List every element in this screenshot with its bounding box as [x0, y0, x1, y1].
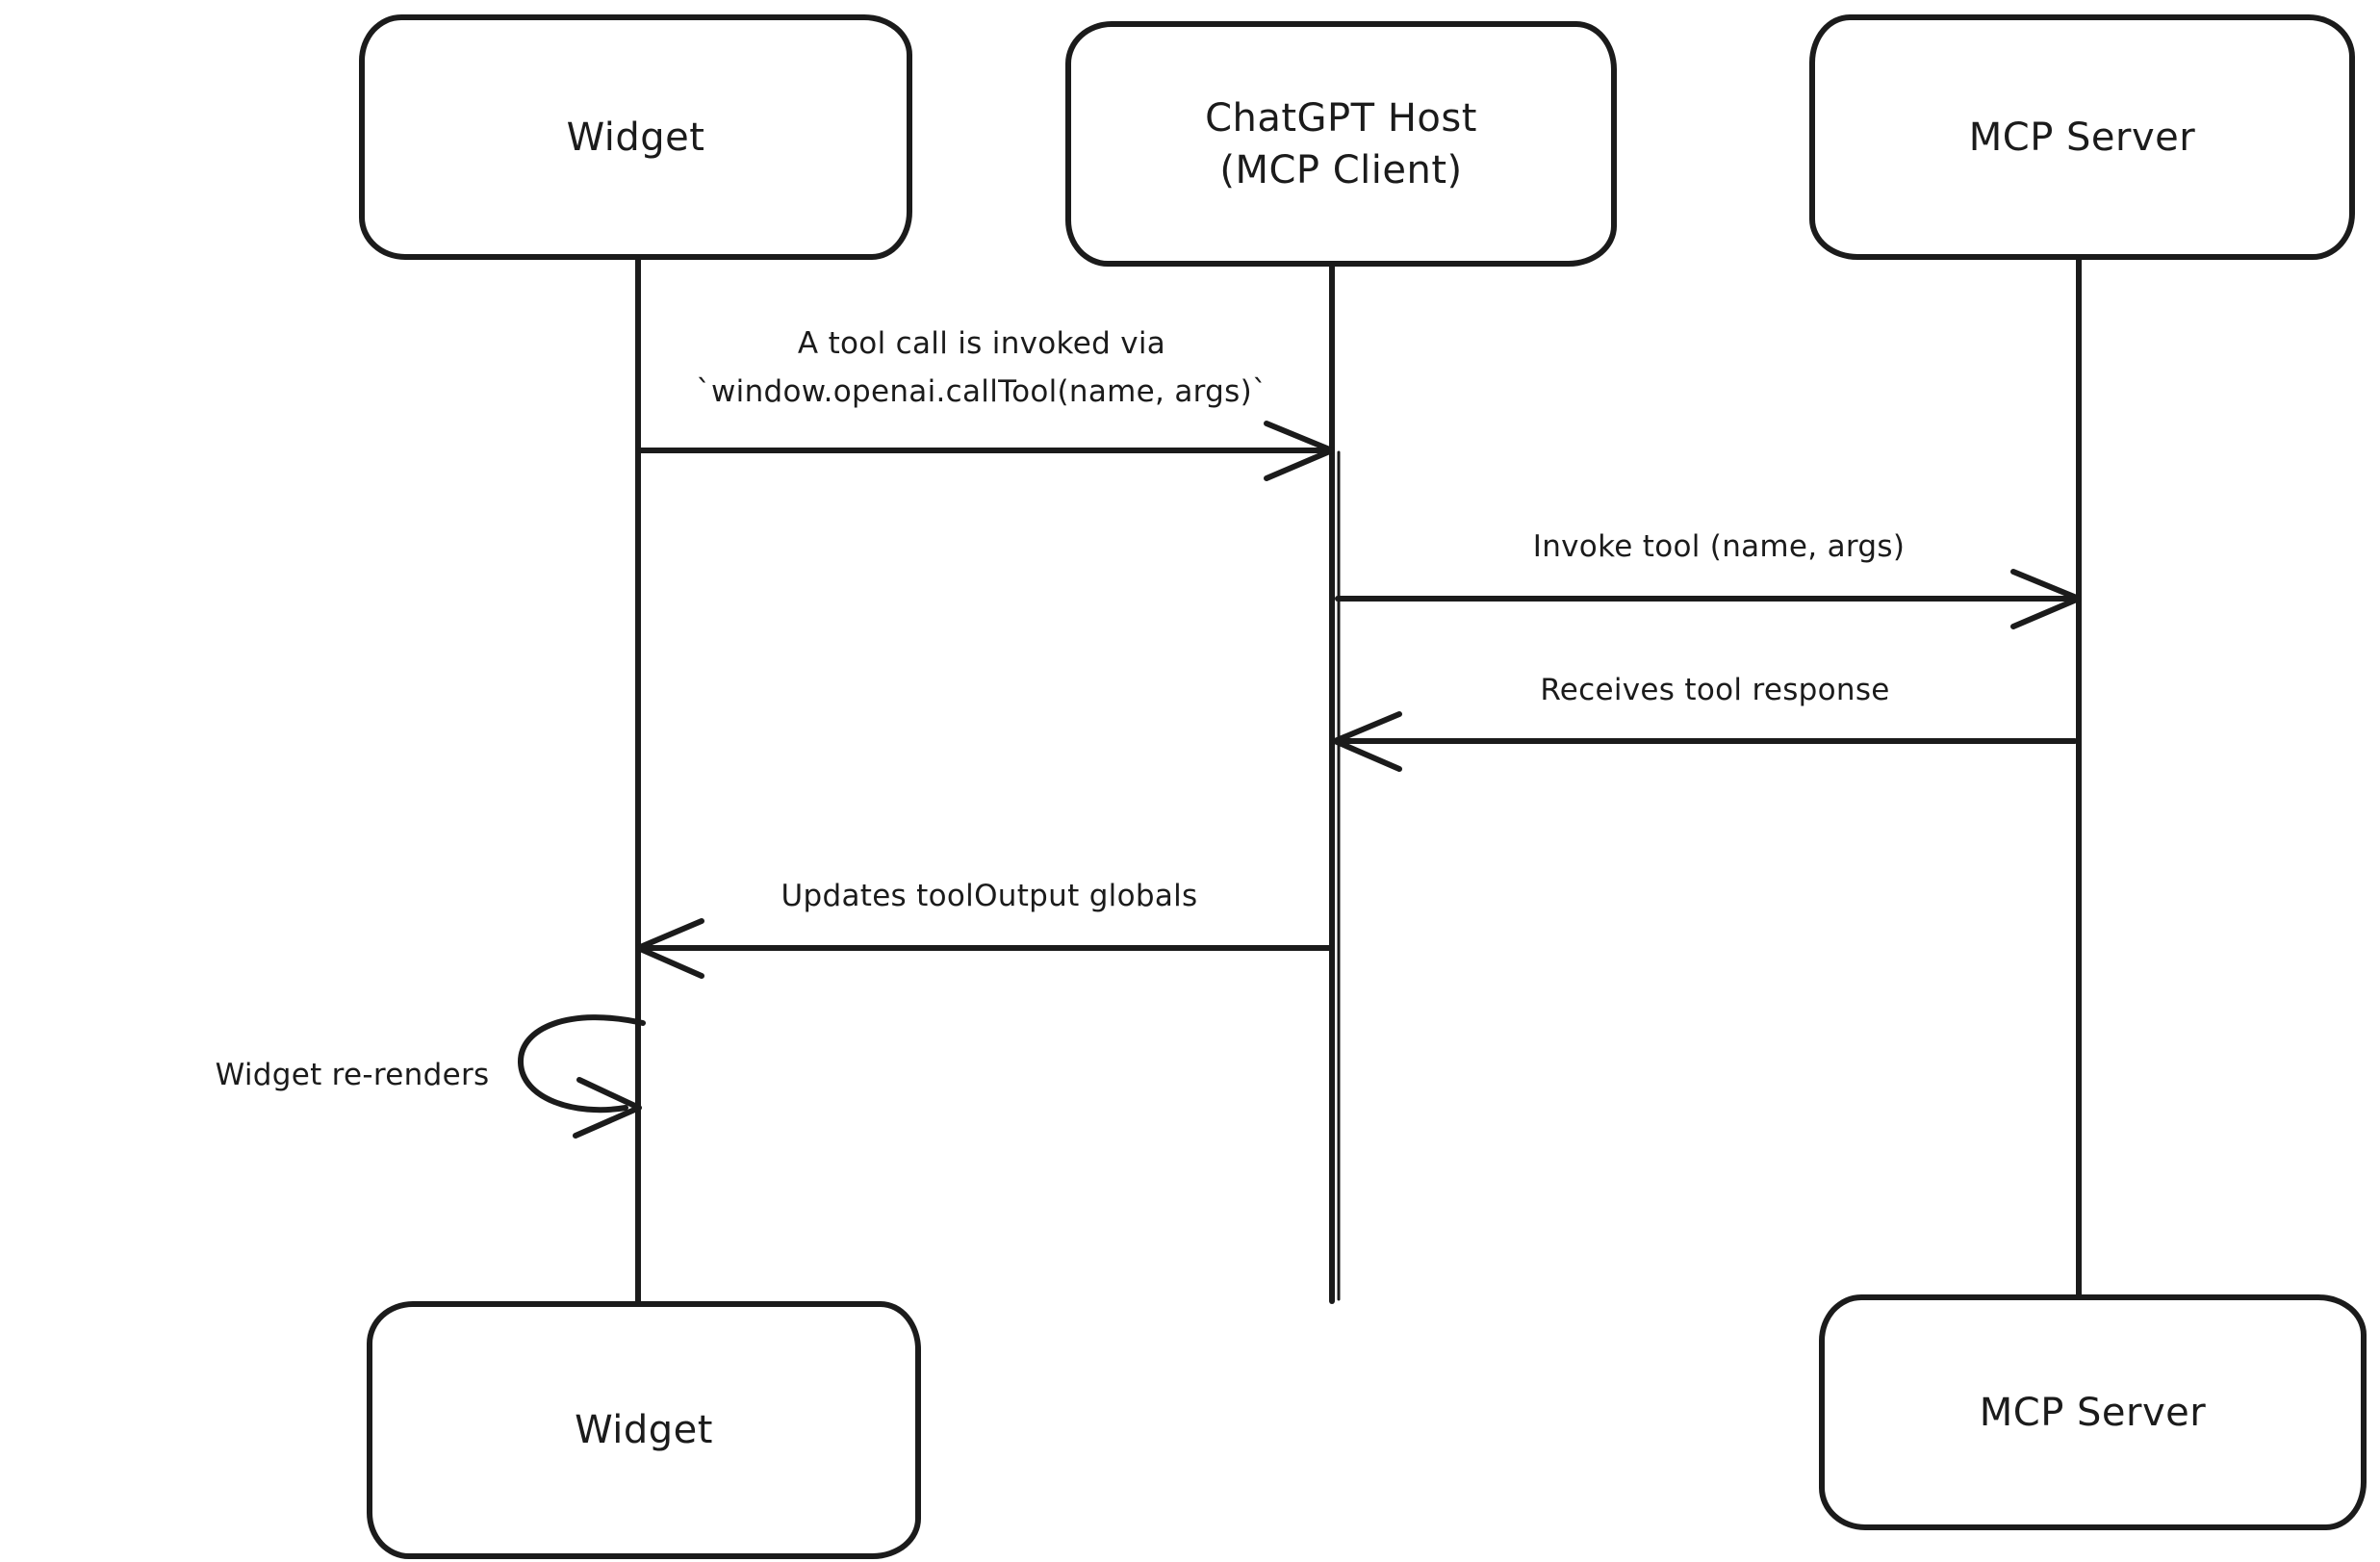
- message-1-line1: A tool call is invoked via: [797, 326, 1166, 361]
- actor-box-mcp-server-top: MCP Server: [1809, 14, 2355, 260]
- message-1-label: A tool call is invoked via `window.opena…: [696, 320, 1267, 416]
- actor-label-chatgpt-host-top: ChatGPT Host (MCP Client): [1205, 92, 1477, 196]
- message-2-arrowhead-right-icon: [2010, 569, 2082, 629]
- message-4-label: Updates toolOutput globals: [781, 879, 1198, 913]
- self-loop-label: Widget re-renders: [215, 1058, 490, 1092]
- actor-label-mcp-server-bottom: MCP Server: [1979, 1390, 2207, 1435]
- actor-label-widget-bottom: Widget: [575, 1408, 713, 1452]
- message-1-line2: `window.openai.callTool(name, args)`: [696, 374, 1267, 409]
- actor-label-mcp-server-top: MCP Server: [1968, 115, 2196, 160]
- message-2-label: Invoke tool (name, args): [1532, 529, 1906, 564]
- actor-label-chatgpt-host-line1: ChatGPT Host: [1205, 95, 1477, 141]
- message-1-arrowhead-right-icon: [1264, 421, 1335, 481]
- actor-box-widget-bottom: Widget: [367, 1301, 921, 1559]
- message-4-arrowhead-left-icon: [635, 918, 704, 979]
- message-3-label: Receives tool response: [1540, 673, 1890, 707]
- message-3-arrowhead-left-icon: [1332, 711, 1402, 772]
- actor-label-widget-top: Widget: [566, 115, 705, 160]
- actor-box-chatgpt-host-top: ChatGPT Host (MCP Client): [1065, 21, 1617, 267]
- actor-box-widget-top: Widget: [359, 14, 912, 260]
- self-loop-arrow-line: [517, 1014, 646, 1114]
- self-loop-arrowhead-right-icon: [573, 1077, 642, 1139]
- actor-label-chatgpt-host-line2: (MCP Client): [1219, 147, 1463, 192]
- actor-box-mcp-server-bottom: MCP Server: [1819, 1294, 2367, 1530]
